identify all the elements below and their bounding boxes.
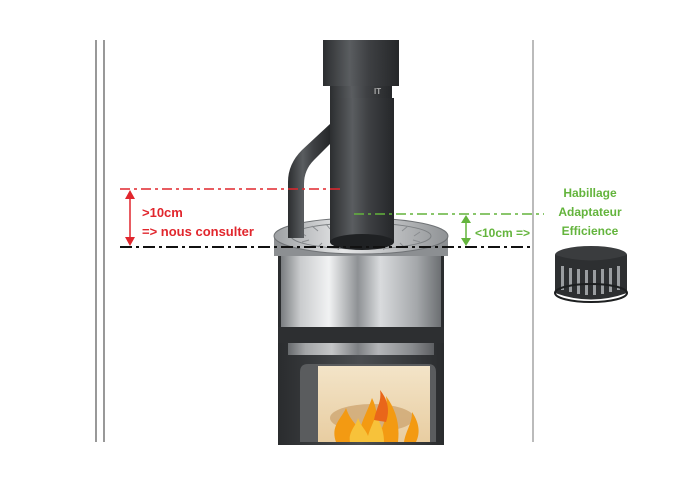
red-measure-label: >10cm (142, 205, 183, 220)
product-name-line-1: Habillage (563, 186, 617, 200)
red-dimension (120, 188, 344, 246)
green-measure-label: <10cm => (475, 226, 531, 240)
flue-pipe-icon: IT (288, 40, 399, 250)
wall-lines (95, 40, 534, 442)
adapter-ring-icon (554, 246, 628, 303)
product-name-label: Habillage Adaptateur Efficience (542, 184, 638, 241)
product-name-line-3: Efficience (561, 224, 619, 238)
stove-icon (273, 217, 449, 445)
fire-icon (334, 390, 419, 442)
product-name-line-2: Adaptateur (558, 205, 622, 219)
red-advice-label: => nous consulter (142, 224, 254, 239)
svg-text:IT: IT (374, 87, 381, 96)
green-dimension (354, 213, 544, 246)
